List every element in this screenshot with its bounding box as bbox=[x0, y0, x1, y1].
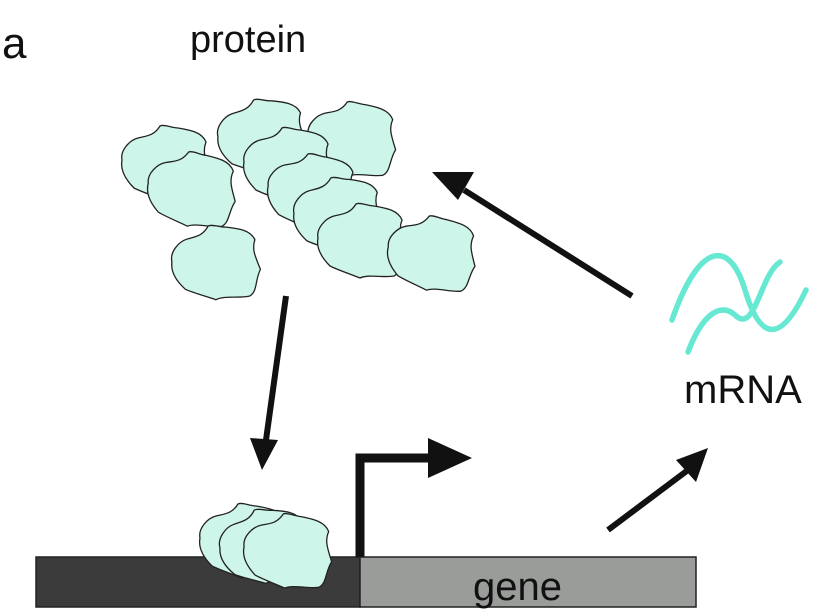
panel-label: a bbox=[2, 19, 27, 68]
transcription-start-arrow-icon bbox=[355, 438, 472, 557]
transcription-arrow bbox=[606, 448, 708, 533]
gene-region bbox=[359, 556, 697, 608]
protein-cluster bbox=[120, 95, 480, 303]
binding-arrow bbox=[250, 295, 289, 470]
mrna-wave-icon bbox=[669, 252, 809, 355]
translation-arrow bbox=[432, 172, 634, 299]
mrna-label: mRNA bbox=[684, 368, 802, 412]
protein-blob-icon bbox=[169, 222, 263, 303]
protein-label: protein bbox=[190, 19, 306, 61]
gene-label: gene bbox=[473, 565, 562, 609]
